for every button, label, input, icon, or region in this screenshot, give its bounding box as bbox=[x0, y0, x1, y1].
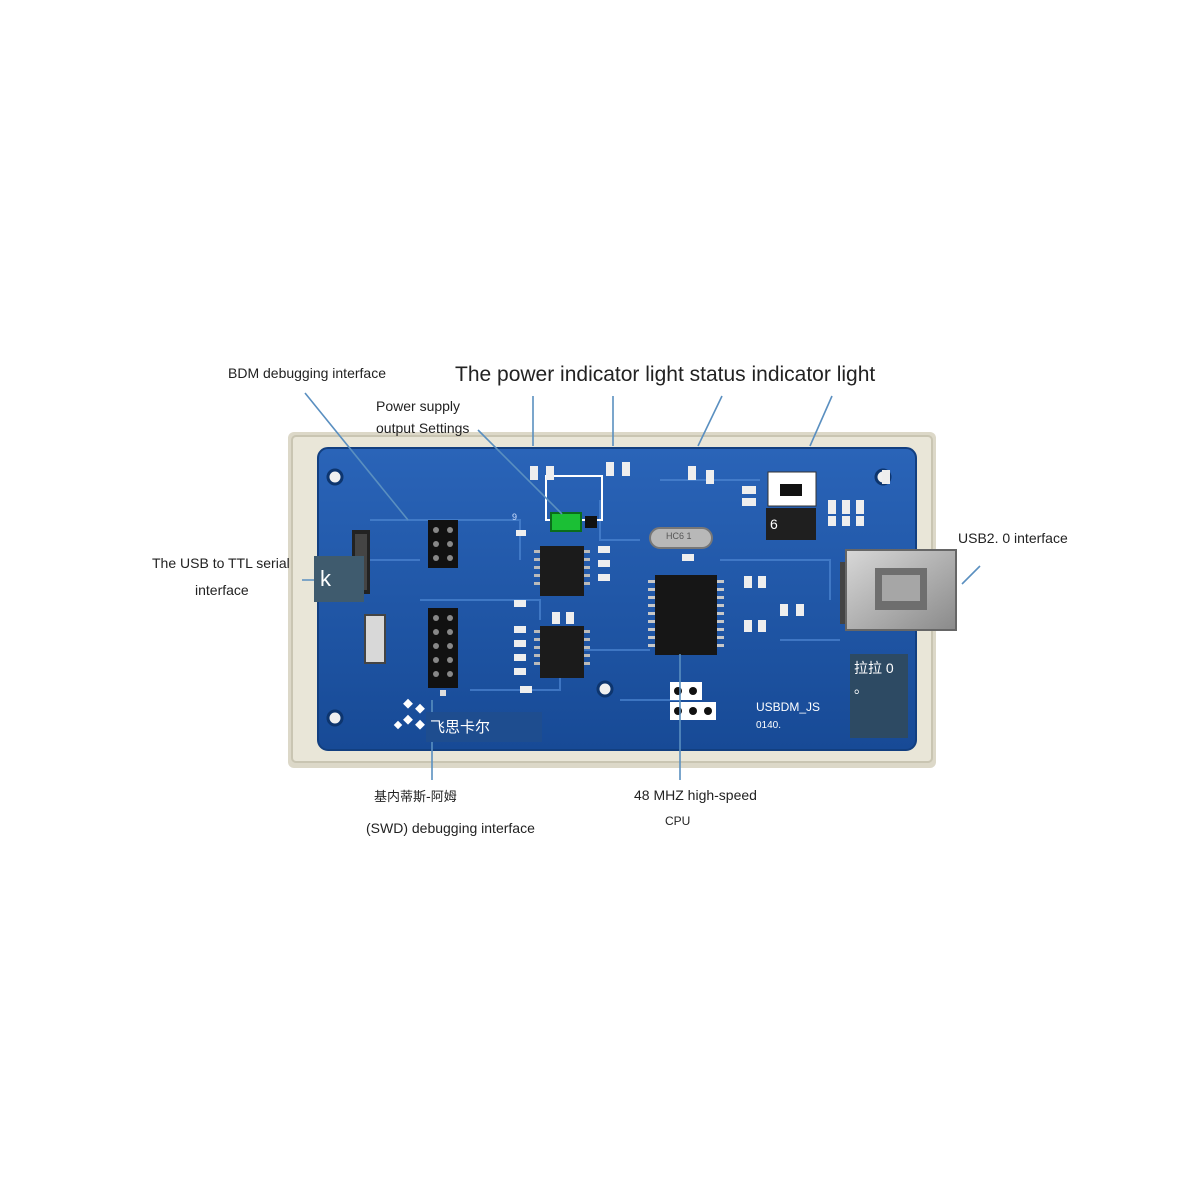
label-bdm-interface: BDM debugging interface bbox=[228, 365, 386, 381]
label-cpu-line2: CPU bbox=[665, 814, 691, 828]
label-power-supply-line2: output Settings bbox=[376, 420, 470, 436]
cpu-chip bbox=[648, 575, 724, 655]
logo-text-box: 飞思卡尔 bbox=[426, 712, 542, 742]
crystal bbox=[649, 527, 713, 549]
usb-b-connector bbox=[840, 549, 957, 631]
p5-footprint bbox=[364, 614, 386, 664]
label-power-status-lights: The power indicator light status indicat… bbox=[455, 363, 876, 386]
icp-header bbox=[670, 682, 716, 720]
brand-logo-text: 飞思卡尔 bbox=[430, 718, 491, 736]
label-usb2-interface: USB2. 0 interface bbox=[958, 530, 1068, 546]
bdm-header bbox=[428, 520, 458, 568]
overlay-lala-text: 拉拉 0 。 bbox=[854, 660, 894, 696]
ic-u4 bbox=[534, 626, 590, 678]
board-number: 0140. bbox=[756, 720, 782, 731]
power-jumper bbox=[545, 475, 603, 532]
voltage-regulator bbox=[767, 471, 817, 507]
label-usb-ttl-line1: The USB to TTL serial bbox=[152, 555, 290, 571]
overlay-k-text: k bbox=[320, 566, 331, 591]
mount-hole bbox=[596, 680, 614, 698]
overlay-6-box: 6 bbox=[766, 508, 816, 540]
overlay-6-text: 6 bbox=[770, 516, 778, 532]
mount-hole bbox=[326, 468, 344, 486]
jumper-number: 9 bbox=[512, 512, 518, 522]
board-model: USBDM_JS bbox=[756, 700, 821, 714]
label-power-supply-line1: Power supply bbox=[376, 398, 461, 414]
swd-header bbox=[428, 608, 458, 696]
label-swd-interface: (SWD) debugging interface bbox=[366, 820, 535, 836]
smd-parts bbox=[514, 462, 890, 693]
crystal-marking: HC6 1 bbox=[666, 531, 692, 541]
label-usb-ttl-line2: interface bbox=[195, 582, 249, 598]
mount-hole bbox=[326, 709, 344, 727]
overlay-k-box: k bbox=[314, 556, 364, 602]
label-cpu-line1: 48 MHZ high-speed bbox=[634, 787, 757, 803]
ic-u6 bbox=[534, 546, 590, 596]
label-swd-chinese: 基内蒂斯-阿姆 bbox=[374, 790, 457, 805]
overlay-lala-box: 拉拉 0 。 bbox=[850, 654, 908, 738]
